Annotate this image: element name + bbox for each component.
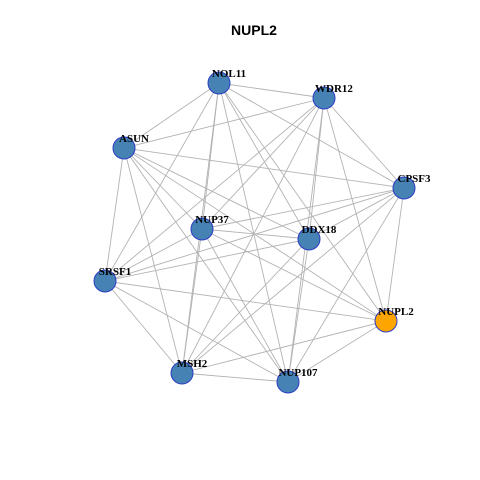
node-label-nup37: NUP37 bbox=[195, 214, 229, 226]
edge-ddx18-msh2 bbox=[181, 238, 310, 374]
edge-asun-srsf1 bbox=[104, 147, 125, 282]
node-wdr12 bbox=[312, 86, 336, 110]
edge-nup37-ddx18 bbox=[201, 228, 310, 240]
node-ddx18 bbox=[297, 227, 321, 251]
edge-wdr12-asun bbox=[123, 97, 325, 149]
edge-wdr12-msh2 bbox=[181, 97, 325, 374]
node-label-nupl2: NUPL2 bbox=[378, 306, 414, 318]
edge-asun-cpsf3 bbox=[123, 147, 405, 189]
node-nup37 bbox=[190, 217, 214, 241]
nodes-layer bbox=[93, 71, 416, 394]
edge-cpsf3-srsf1 bbox=[104, 187, 405, 282]
node-msh2 bbox=[170, 361, 194, 385]
edge-msh2-nup107 bbox=[181, 372, 289, 383]
edge-asun-nup107 bbox=[123, 147, 289, 383]
node-nol11 bbox=[207, 71, 231, 95]
edge-wdr12-nup37 bbox=[201, 97, 325, 230]
edge-srsf1-nupl2 bbox=[104, 280, 387, 322]
edge-wdr12-nupl2 bbox=[323, 97, 387, 322]
edge-asun-msh2 bbox=[123, 147, 183, 374]
edge-nup37-srsf1 bbox=[104, 228, 203, 282]
node-label-cpsf3: CPSF3 bbox=[398, 173, 432, 185]
node-label-srsf1: SRSF1 bbox=[99, 266, 131, 278]
edge-nup37-msh2 bbox=[181, 228, 203, 374]
edge-wdr12-srsf1 bbox=[104, 97, 325, 282]
edge-nol11-srsf1 bbox=[104, 82, 220, 282]
edge-asun-nup37 bbox=[123, 147, 203, 230]
graph-title: NUPL2 bbox=[231, 22, 277, 38]
edge-cpsf3-nup107 bbox=[287, 187, 405, 383]
edge-nol11-ddx18 bbox=[218, 82, 310, 240]
edge-nup37-nupl2 bbox=[201, 228, 387, 322]
edges-layer bbox=[104, 82, 405, 383]
edge-nupl2-nup107 bbox=[287, 320, 387, 383]
edge-cpsf3-nup37 bbox=[201, 187, 405, 230]
node-nupl2 bbox=[374, 309, 398, 333]
node-label-asun: ASUN bbox=[119, 133, 149, 145]
node-label-wdr12: WDR12 bbox=[315, 83, 353, 95]
edge-ddx18-nup107 bbox=[287, 238, 310, 383]
edge-nol11-asun bbox=[123, 82, 220, 149]
edge-srsf1-msh2 bbox=[104, 280, 183, 374]
edge-ddx18-srsf1 bbox=[104, 238, 310, 282]
edge-nup37-nup107 bbox=[201, 228, 289, 383]
node-label-nup107: NUP107 bbox=[278, 367, 318, 379]
edge-cpsf3-nupl2 bbox=[385, 187, 405, 322]
edge-nol11-cpsf3 bbox=[218, 82, 405, 189]
node-nup107 bbox=[276, 370, 300, 394]
edge-nol11-wdr12 bbox=[218, 82, 325, 99]
edge-asun-ddx18 bbox=[123, 147, 310, 240]
node-asun bbox=[112, 136, 136, 160]
edge-nupl2-msh2 bbox=[181, 320, 387, 374]
edge-srsf1-nup107 bbox=[104, 280, 289, 383]
edge-wdr12-ddx18 bbox=[308, 97, 325, 240]
node-label-ddx18: DDX18 bbox=[302, 224, 337, 236]
edge-nol11-nupl2 bbox=[218, 82, 387, 322]
edge-cpsf3-ddx18 bbox=[308, 187, 405, 240]
edge-nol11-nup107 bbox=[218, 82, 289, 383]
edge-cpsf3-msh2 bbox=[181, 187, 405, 374]
node-label-msh2: MSH2 bbox=[177, 358, 208, 370]
node-label-nol11: NOL11 bbox=[212, 68, 246, 80]
edge-wdr12-cpsf3 bbox=[323, 97, 405, 189]
node-cpsf3 bbox=[392, 176, 416, 200]
node-srsf1 bbox=[93, 269, 117, 293]
